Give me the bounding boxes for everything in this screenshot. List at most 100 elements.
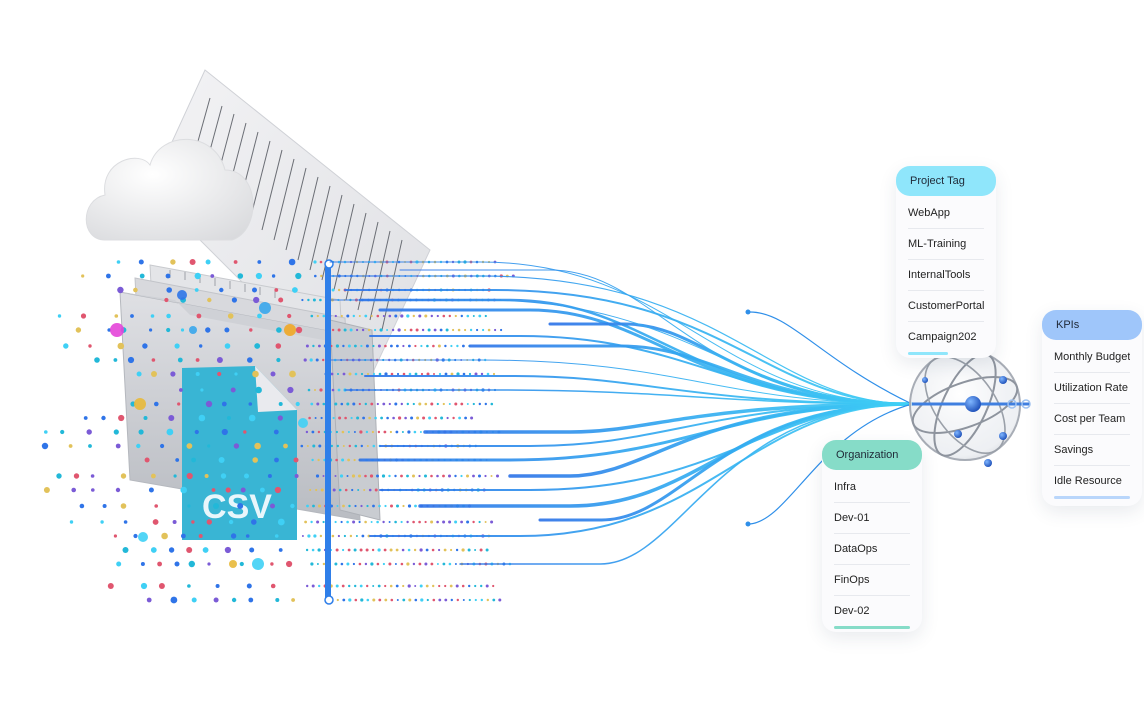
- particle-dot: [448, 314, 451, 318]
- particle-dot: [306, 584, 309, 588]
- particle-dot: [205, 327, 211, 333]
- particle-dot: [218, 457, 225, 463]
- particle-dot: [200, 388, 204, 392]
- particle-dot: [353, 431, 356, 433]
- particle-dot: [433, 373, 435, 375]
- particle-dot: [133, 533, 138, 539]
- particle-dot: [389, 584, 393, 588]
- particle-dot: [354, 344, 357, 348]
- particle-dot: [196, 313, 202, 319]
- particle-dot: [106, 273, 111, 279]
- particle-dot: [458, 416, 461, 420]
- particle-dot: [151, 473, 156, 479]
- particle-dot: [356, 416, 360, 420]
- particle-dot: [353, 548, 357, 552]
- particle-dot: [359, 430, 363, 434]
- particle-dot: [113, 429, 119, 435]
- particle-dot: [439, 328, 443, 332]
- particle-dot: [230, 533, 237, 539]
- particle-dot: [309, 358, 313, 362]
- particle-dot: [315, 474, 320, 478]
- collector-bar: [324, 259, 334, 605]
- particle-dot: [342, 504, 345, 508]
- particle-dot: [390, 344, 393, 348]
- particle-dot: [150, 314, 155, 318]
- particle-dot: [139, 273, 145, 279]
- particle-dot: [312, 444, 316, 448]
- particle-dot: [244, 473, 249, 479]
- particle-dot: [257, 313, 262, 319]
- particle-dot: [372, 598, 376, 602]
- particle-dot: [303, 358, 307, 362]
- particle-dot: [43, 487, 50, 493]
- particle-dot: [44, 430, 48, 434]
- particle-dot: [331, 388, 335, 392]
- particle-bubble: [134, 398, 146, 410]
- particle-dot: [438, 584, 441, 588]
- particle-dot: [424, 520, 427, 524]
- particle-dot: [270, 371, 276, 377]
- particle-dot: [310, 314, 314, 318]
- project-tag-item: InternalTools: [908, 260, 984, 291]
- particle-dot: [353, 458, 356, 462]
- particle-dot: [350, 416, 353, 420]
- particle-dot: [384, 598, 388, 602]
- particle-dot: [316, 520, 320, 524]
- particle-dot: [166, 313, 171, 319]
- particle-dot: [81, 274, 85, 278]
- particle-dot: [419, 584, 423, 588]
- particle-dot: [267, 474, 272, 478]
- particle-dot: [444, 584, 447, 588]
- particle-dot: [335, 584, 339, 588]
- particle-dot: [450, 344, 453, 348]
- particle-dot: [334, 520, 337, 524]
- particle-dot: [378, 598, 382, 602]
- particle-dot: [378, 504, 381, 508]
- particle-dot: [394, 563, 397, 565]
- particle-dot: [371, 430, 374, 434]
- particle-dot: [368, 488, 372, 492]
- particle-dot: [400, 474, 403, 478]
- particle-dot: [396, 599, 399, 601]
- flow-stream: [329, 299, 913, 405]
- particle-dot: [138, 429, 144, 435]
- particle-dot: [430, 474, 433, 478]
- particle-dot: [157, 561, 163, 567]
- particle-dot: [492, 598, 496, 602]
- particle-bubble: [252, 558, 264, 570]
- particle-dot: [349, 328, 353, 332]
- particle-dot: [227, 313, 234, 319]
- particle-dot: [365, 344, 369, 348]
- particle-dot: [138, 259, 144, 265]
- particle-dot: [315, 488, 318, 492]
- particle-dot: [150, 547, 157, 553]
- particle-dot: [408, 372, 412, 376]
- particle-dot: [295, 401, 300, 407]
- particle-dot: [364, 314, 368, 318]
- particle-dot: [337, 328, 341, 332]
- particle-dot: [194, 272, 201, 280]
- particle-dot: [312, 504, 315, 508]
- particle-dot: [456, 372, 460, 376]
- particle-dot: [320, 488, 324, 492]
- particle-dot: [430, 520, 434, 524]
- particle-dot: [154, 401, 159, 407]
- particle-dot: [354, 584, 357, 588]
- particle-dot: [389, 430, 392, 434]
- particle-dot: [322, 402, 326, 406]
- particle-dot: [75, 327, 82, 333]
- particle-dot: [254, 343, 261, 349]
- particle-dot: [288, 258, 296, 266]
- particle-dot: [318, 444, 322, 448]
- particle-dot: [422, 416, 426, 420]
- particle-dot: [310, 520, 313, 524]
- particle-dot: [205, 400, 213, 408]
- particle-dot: [388, 474, 391, 478]
- particle-dot: [142, 343, 148, 349]
- particle-dot: [249, 547, 255, 553]
- particle-dot: [316, 402, 320, 406]
- particle-dot: [277, 518, 285, 526]
- particle-dot: [408, 598, 412, 602]
- particle-dot: [352, 562, 355, 566]
